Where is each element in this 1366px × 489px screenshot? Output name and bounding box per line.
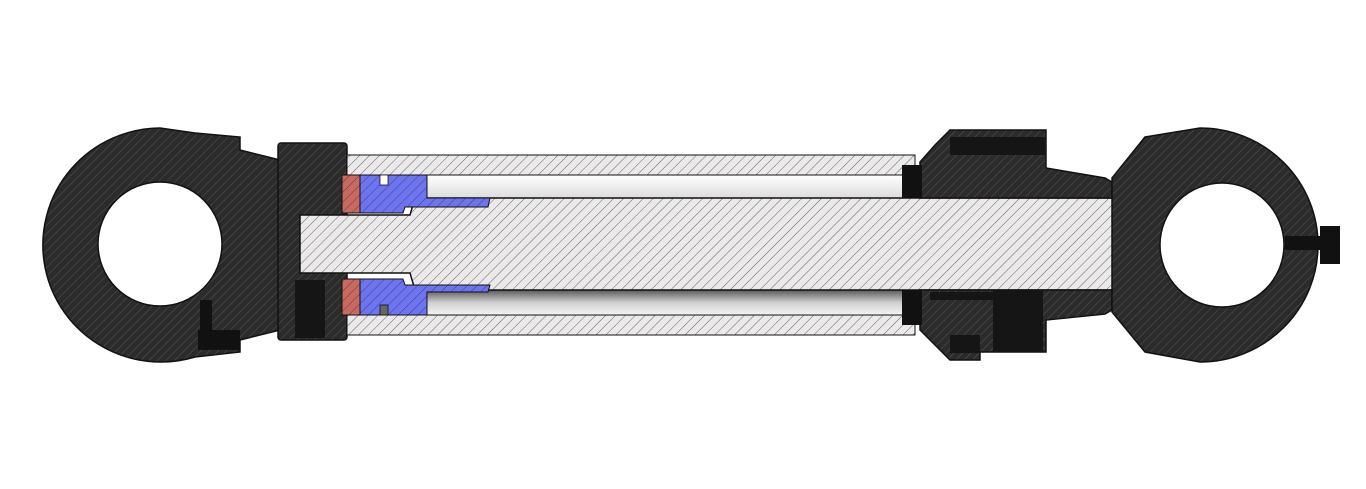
- left-eye-hole: [97, 181, 223, 307]
- head-socket-screw: [993, 290, 1043, 352]
- piston-rod: [299, 197, 1123, 291]
- bore-lower: [347, 290, 907, 315]
- tube-wall-bottom: [346, 314, 916, 336]
- right-eye-lug: [1111, 127, 1340, 363]
- left-cap-bolt: [295, 280, 325, 338]
- bore-upper: [347, 175, 907, 198]
- head-bolt-bottom: [950, 335, 980, 353]
- piston-seal-top: [341, 174, 361, 214]
- right-eye-hole: [1159, 182, 1285, 308]
- piston-seal-bottom: [341, 278, 361, 316]
- piston-top: [359, 174, 491, 214]
- tube-wall-top: [346, 154, 916, 176]
- left-eye-lug: [42, 127, 281, 363]
- head-bolt-top: [950, 137, 1045, 155]
- right-grease-nipple: [1285, 236, 1325, 250]
